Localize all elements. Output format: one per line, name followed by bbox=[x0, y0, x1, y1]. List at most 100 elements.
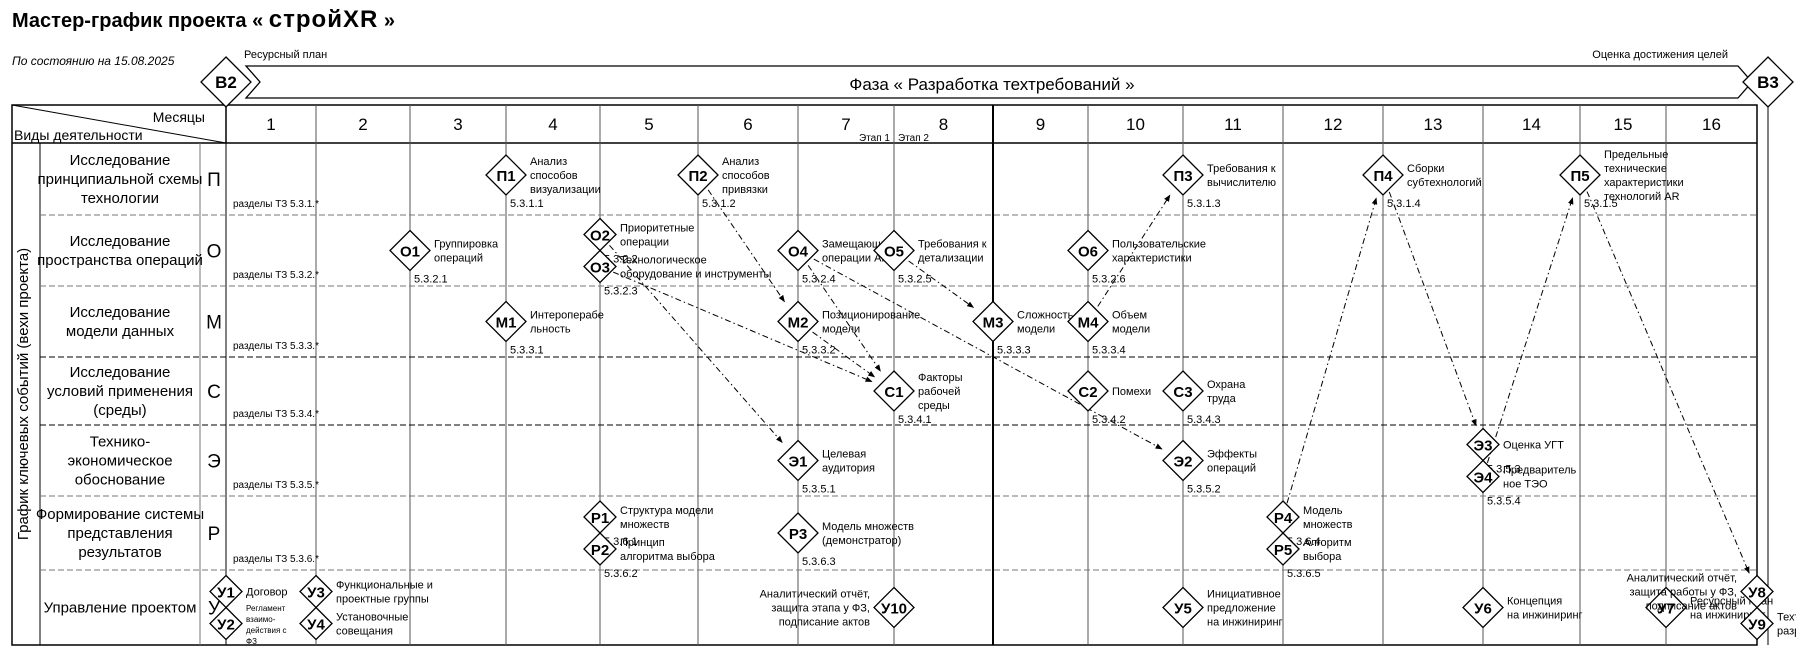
activities-header: Виды деятельности bbox=[14, 127, 143, 143]
milestone-text: оборудование и инструменты bbox=[620, 269, 772, 281]
milestone-П5: П5Предельныетехническиехарактеристикитех… bbox=[1559, 149, 1684, 210]
corner-diagonal bbox=[11, 104, 227, 144]
milestone-text: Модель bbox=[1303, 505, 1343, 517]
activity-code: Э bbox=[207, 452, 221, 473]
month-label: 5 bbox=[644, 115, 653, 134]
activity-name: обоснование bbox=[75, 472, 166, 489]
diamond-shape bbox=[1462, 586, 1504, 629]
milestone-id: Р4 bbox=[1274, 510, 1293, 527]
tz-sections: разделы ТЗ 5.3.4.* bbox=[233, 409, 319, 420]
activity-name: Технико- bbox=[90, 434, 151, 451]
milestone-ref: 5.3.2.4 bbox=[802, 274, 836, 286]
milestone-id: П2 bbox=[688, 168, 707, 185]
diamond-shape bbox=[1362, 154, 1404, 196]
month-label: 1 bbox=[266, 115, 275, 134]
milestone-id: У9 bbox=[1748, 617, 1766, 634]
milestone-id: О6 bbox=[1078, 244, 1098, 261]
milestone-ref: 5.3.3.4 bbox=[1092, 345, 1126, 357]
milestone-text: Приоритетные bbox=[620, 223, 694, 235]
milestone-ref: 5.3.6.5 bbox=[1287, 568, 1321, 580]
milestone-text: труда bbox=[1207, 393, 1237, 405]
tz-sections: разделы ТЗ 5.3.5.* bbox=[233, 480, 319, 491]
milestone-text: Позиционирование bbox=[822, 310, 920, 322]
milestone-ref: 5.3.2.3 bbox=[604, 286, 638, 298]
milestone-text: Принцип bbox=[620, 537, 665, 549]
milestone-text: совещания bbox=[336, 626, 393, 638]
activity-code: У bbox=[208, 599, 221, 620]
month-label: 14 bbox=[1522, 115, 1541, 134]
milestone-id: У10 bbox=[881, 601, 907, 618]
milestone-id: М2 bbox=[788, 315, 809, 332]
milestone-text: Техтребования на bbox=[1777, 612, 1796, 624]
milestone-text: визуализации bbox=[530, 184, 601, 196]
milestone-text: Сборки bbox=[1407, 163, 1444, 175]
milestone-id: М3 bbox=[983, 315, 1004, 332]
month-label: 7 bbox=[841, 115, 850, 134]
page-title: Мастер-график проекта « стройXR » bbox=[12, 6, 395, 34]
milestone-ref: 5.3.4.2 bbox=[1092, 414, 1126, 426]
milestone-ref: 5.3.3.3 bbox=[997, 345, 1031, 357]
dependency-arrow bbox=[807, 265, 881, 372]
milestone-text: технические bbox=[1604, 163, 1667, 175]
milestone-text: множеств bbox=[620, 519, 670, 531]
milestone-ref: 5.3.5.4 bbox=[1487, 496, 1521, 508]
activity-name: принципиальной схемы bbox=[38, 171, 203, 188]
milestone-text: субтехнологий bbox=[1407, 177, 1482, 189]
milestone-text: операций bbox=[434, 253, 483, 265]
milestone-text: (демонстратор) bbox=[822, 535, 901, 547]
milestone-id: У7 bbox=[1657, 601, 1675, 618]
milestone-id: В2 bbox=[215, 73, 237, 92]
activity-name: экономическое bbox=[67, 453, 172, 470]
milestone-id: П5 bbox=[1570, 168, 1589, 185]
milestone-id: Э1 bbox=[788, 454, 807, 471]
milestone-text: характеристики bbox=[1604, 177, 1684, 189]
milestone-id: У3 bbox=[307, 585, 325, 602]
side-label: График ключевых событий (вехи проекта) bbox=[15, 248, 32, 540]
project-brand: стройXR bbox=[268, 6, 379, 33]
milestone-text: Аналитический отчёт, bbox=[1627, 573, 1737, 585]
milestone-id: У2 bbox=[217, 617, 235, 634]
diamond-shape bbox=[1067, 229, 1109, 272]
milestone-ref: 5.3.2.1 bbox=[414, 274, 448, 286]
milestone-text: Регламент bbox=[246, 604, 286, 613]
milestone-text: Охрана bbox=[1207, 379, 1246, 391]
dependency-arrow bbox=[1388, 191, 1477, 427]
milestone-ref: 5.3.2.6 bbox=[1092, 274, 1126, 286]
month-label: 2 bbox=[358, 115, 367, 134]
milestone-ref: 5.3.1.1 bbox=[510, 198, 544, 210]
month-label: 9 bbox=[1036, 115, 1045, 134]
month-label: 11 bbox=[1224, 115, 1242, 134]
milestone-text: Пользовательские bbox=[1112, 239, 1206, 251]
diamond-shape bbox=[777, 512, 819, 554]
schedule-frame bbox=[11, 104, 1758, 646]
month-label: 10 bbox=[1126, 115, 1145, 134]
milestone-id: М1 bbox=[496, 315, 517, 332]
milestone-text: разработку ПАК bbox=[1777, 626, 1796, 638]
months-header: Месяцы bbox=[153, 109, 205, 125]
month-label: 4 bbox=[548, 115, 557, 134]
milestone-text: проектные группы bbox=[336, 594, 429, 606]
milestone-text: Сложность bbox=[1017, 310, 1074, 322]
activity-name: Управление проектом bbox=[44, 600, 197, 617]
dependency-arrow bbox=[1486, 197, 1574, 463]
activity-code: О bbox=[207, 242, 222, 263]
milestone-text: множеств bbox=[1303, 519, 1353, 531]
milestone-text: детализации bbox=[918, 253, 984, 265]
activity-code: С bbox=[207, 382, 221, 403]
milestone-text: Оценка УГТ bbox=[1503, 440, 1564, 452]
milestone-text: Концепция bbox=[1507, 596, 1562, 608]
dependency-arrow bbox=[707, 189, 785, 303]
milestone-text: ФЗ bbox=[246, 637, 257, 646]
milestone-id: Р2 bbox=[591, 542, 609, 559]
milestone-text: модели bbox=[1112, 324, 1150, 336]
